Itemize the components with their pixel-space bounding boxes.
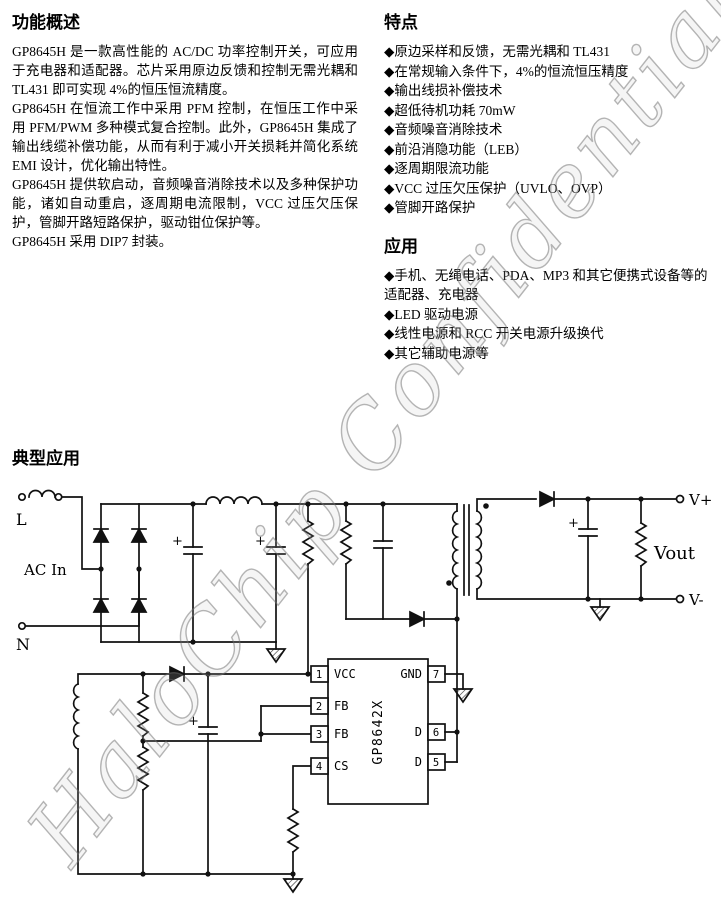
application-item: ◆手机、无绳电话、PDA、MP3 和其它便携式设备等的适配器、充电器 <box>384 267 708 303</box>
pin-label-vcc: VCC <box>334 667 356 681</box>
overview-paragraph: GP8645H 采用 DIP7 封装。 <box>12 234 173 249</box>
load-resistor <box>634 498 648 600</box>
typical-application-title: 典型应用 <box>12 449 80 469</box>
application-item: ◆线性电源和 RCC 开关电源升级换代 <box>384 326 604 341</box>
emi-choke-inductor <box>205 496 263 505</box>
feature-item: ◆在常规输入条件下，4%的恒流恒压精度 <box>384 63 629 79</box>
typical-application-circuit: L AC In N V+ Vout V- + + + + 1 2 3 4 7 6… <box>16 489 712 894</box>
clamp-network <box>339 503 458 628</box>
cs-resistor <box>286 765 312 880</box>
feature-item: ◆VCC 过压欠压保护（UVLO、OVP） <box>384 180 612 196</box>
cap-polarity: + <box>172 534 183 549</box>
feature-item: ◆前沿消隐功能（LEB） <box>384 141 528 157</box>
label-v-minus: V- <box>688 591 704 609</box>
aux-diode <box>169 665 312 683</box>
output-terminals <box>675 494 685 604</box>
pin-label-fb: FB <box>334 699 348 713</box>
overview-paragraph: GP8645H 提供软启动，音频噪音消除技术以及多种保护功能，诸如自动重启，逐周… <box>12 177 358 230</box>
label-neutral: N <box>16 635 30 654</box>
feature-item: ◆超低待机功耗 70mW <box>384 102 516 118</box>
overview-title: 功能概述 <box>12 13 80 33</box>
vcc-capacitor <box>198 673 218 875</box>
pin-number-1: 1 <box>316 669 322 681</box>
pin-label-gnd: GND <box>400 667 422 681</box>
pin-label-cs: CS <box>334 759 348 773</box>
aux-winding <box>72 673 294 875</box>
output-rectifier-diode <box>476 490 677 512</box>
pin-number-3: 3 <box>316 729 322 741</box>
pin-number-2: 2 <box>316 701 322 713</box>
applications-list: ◆手机、无绳电话、PDA、MP3 和其它便携式设备等的适配器、充电器 ◆LED … <box>384 266 709 364</box>
features-list: ◆原边采样和反馈，无需光耦和 TL431 ◆在常规输入条件下，4%的恒流恒压精度… <box>384 42 709 218</box>
bulk-capacitor-1 <box>183 503 203 643</box>
label-v-out: Vout <box>653 543 696 564</box>
pin-number-7: 7 <box>433 669 439 681</box>
ground-symbol <box>265 606 611 894</box>
text-columns: 功能概述 GP8645H 是一款高性能的 AC/DC 功率控制开关，可应用于充电… <box>12 6 709 363</box>
fuse <box>17 489 63 502</box>
overview-section: 功能概述 GP8645H 是一款高性能的 AC/DC 功率控制开关，可应用于充电… <box>12 6 358 363</box>
ic-gp8642x <box>310 658 464 805</box>
neutral-terminal <box>17 621 27 631</box>
output-capacitor <box>578 498 598 600</box>
pin-label-d: D <box>415 755 422 769</box>
overview-paragraph: GP8645H 在恒流工作中采用 PFM 控制，在恒压工作中采用 PFM/PWM… <box>12 101 358 173</box>
feature-item: ◆管脚开路保护 <box>384 200 476 215</box>
dc-rails <box>100 503 458 650</box>
feature-item: ◆音频噪音消除技术 <box>384 122 503 137</box>
startup-resistor <box>301 503 315 675</box>
transformer <box>446 503 489 596</box>
pin-number-5: 5 <box>433 757 439 769</box>
features-applications-section: 特点 ◆原边采样和反馈，无需光耦和 TL431 ◆在常规输入条件下，4%的恒流恒… <box>384 6 709 363</box>
pin-label-fb: FB <box>334 727 348 741</box>
output-return-wire <box>476 588 677 608</box>
label-line: L <box>16 510 27 529</box>
bridge-rectifier <box>92 503 148 643</box>
feature-item: ◆原边采样和反馈，无需光耦和 TL431 <box>384 44 610 59</box>
pin-number-6: 6 <box>433 727 439 739</box>
cap-polarity: + <box>188 714 199 729</box>
bulk-capacitor-2 <box>266 503 286 643</box>
application-item: ◆其它辅助电源等 <box>384 345 489 361</box>
ic-part-number: GP8642X <box>371 699 386 764</box>
feature-item: ◆逐周期限流功能 <box>384 161 489 176</box>
application-item: ◆LED 驱动电源 <box>384 306 478 322</box>
pin-label-d: D <box>415 725 422 739</box>
feature-item: ◆输出线损补偿技术 <box>384 83 503 98</box>
cap-polarity: + <box>255 534 266 549</box>
pin-number-4: 4 <box>316 761 322 773</box>
features-title: 特点 <box>384 13 418 33</box>
overview-paragraph: GP8645H 是一款高性能的 AC/DC 功率控制开关，可应用于充电器和适配器… <box>12 44 358 97</box>
label-ac-in: AC In <box>23 561 67 579</box>
feedback-divider <box>136 673 312 875</box>
applications-title: 应用 <box>384 236 418 257</box>
label-v-plus: V+ <box>688 491 712 509</box>
cap-polarity: + <box>568 516 579 531</box>
junction-dots <box>98 496 644 877</box>
